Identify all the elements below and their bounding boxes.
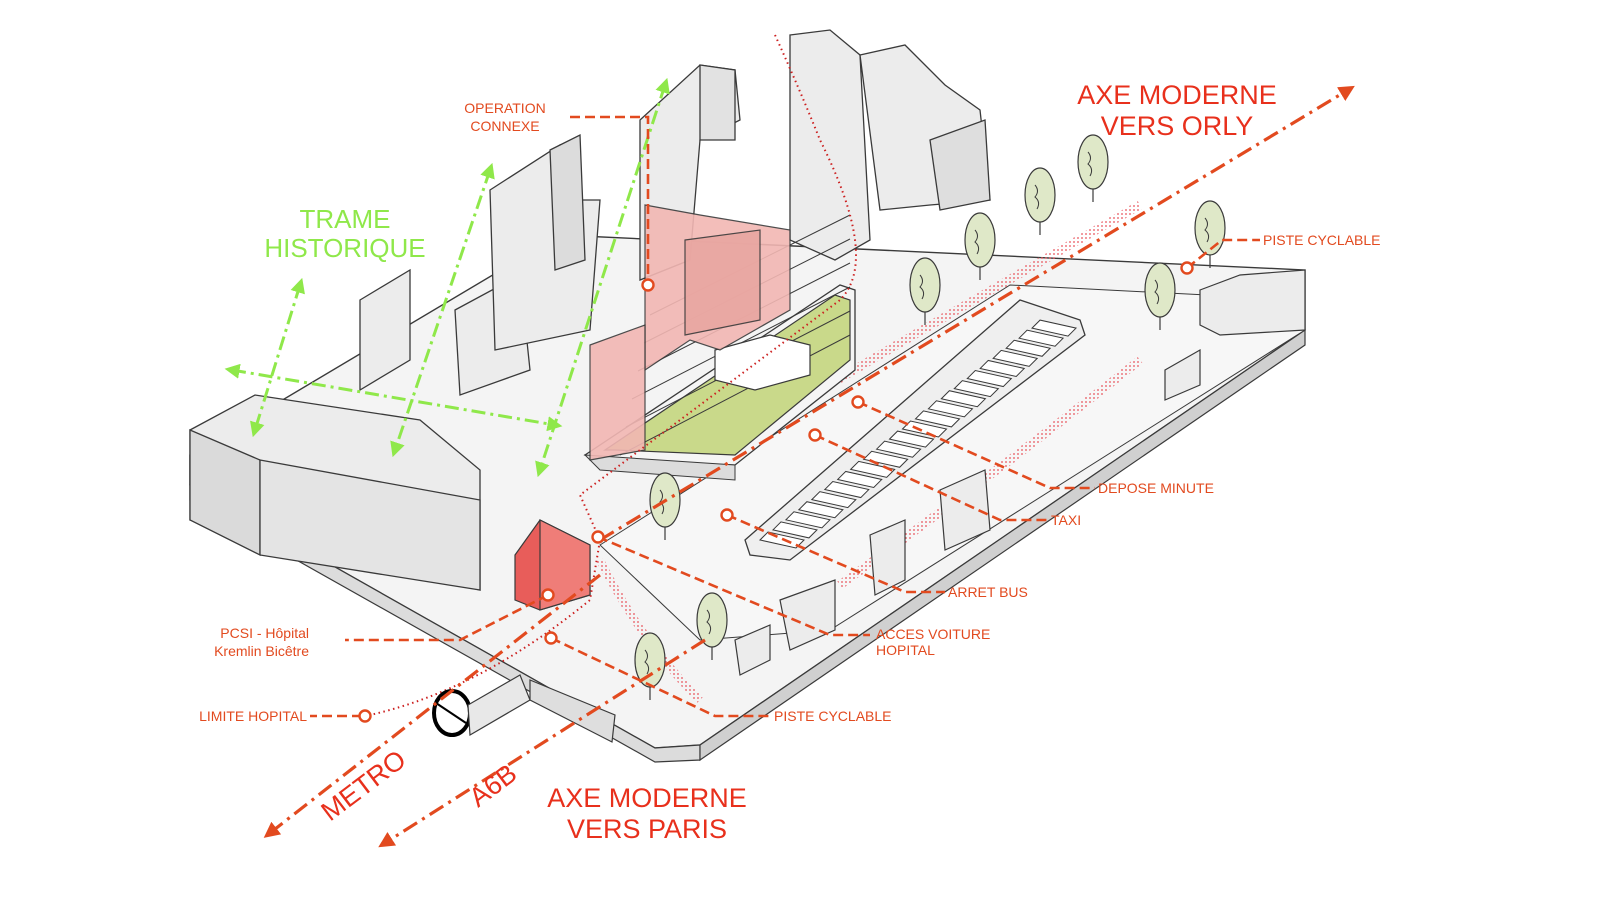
canopy-slat: [875, 440, 922, 458]
tree-icon: [1144, 262, 1176, 330]
a6b-arrow: [378, 638, 706, 848]
canopy-slat: [979, 359, 1026, 378]
trame-historique-arrows: [224, 77, 670, 478]
canopy-slat: [797, 501, 844, 519]
trees: [634, 134, 1226, 700]
callout-marker: [808, 428, 822, 442]
label-axe-orly-line1: AXE MODERNE: [1077, 80, 1277, 110]
canopy-slat: [1005, 339, 1052, 357]
canopy-slat: [940, 390, 987, 408]
canopy-slat: [784, 511, 831, 529]
tree-icon: [964, 212, 996, 280]
label-depose-minute: DEPOSE MINUTE: [1098, 480, 1214, 496]
label-pcsi-line1: PCSI - Hôpital: [220, 625, 309, 641]
canopy-slat: [888, 430, 935, 448]
canopy-slat: [823, 480, 870, 499]
label-arret-bus: ARRET BUS: [948, 584, 1028, 600]
canopy-slat: [1018, 329, 1065, 347]
callouts: [310, 115, 1260, 718]
canopy-slat: [771, 521, 818, 539]
canopy-slat: [927, 400, 974, 418]
callout-marker: [720, 508, 734, 522]
label-piste-cyclable-top: PISTE CYCLABLE: [1263, 232, 1381, 248]
tree-icon: [909, 257, 941, 325]
callout-marker: [641, 278, 655, 292]
pcsi-building: [514, 519, 591, 611]
callout-marker: [591, 530, 605, 544]
axe-orly-arrow: [599, 85, 1355, 542]
bus-canopy: [744, 299, 1086, 561]
back-buildings: [789, 29, 991, 261]
label-taxi: TAXI: [1051, 512, 1081, 528]
label-a6b: A6B: [464, 758, 523, 813]
label-acces-voiture-line2: HOPITAL: [876, 642, 935, 658]
label-axe-paris-line2: VERS PARIS: [567, 814, 727, 844]
axis-arrows: [263, 85, 1355, 848]
canopy-slat: [914, 410, 961, 428]
label-pcsi-line2: Kremlin Bicêtre: [214, 643, 309, 659]
callout-marker: [358, 709, 372, 723]
canopy-slat: [966, 369, 1013, 388]
label-axe-paris-line1: AXE MODERNE: [547, 783, 747, 813]
callout-marker: [544, 631, 558, 645]
metro-arrow: [263, 573, 601, 838]
canopy-slat: [1031, 319, 1078, 337]
label-trame-line1: TRAME: [300, 204, 391, 234]
label-acces-voiture-line1: ACCES VOITURE: [876, 626, 990, 642]
hospital-limit-line: [369, 34, 857, 716]
callout-marker: [851, 395, 865, 409]
tree-icon: [696, 592, 728, 660]
canopy-slat: [810, 491, 857, 509]
label-limite-hopital: LIMITE HOPITAL: [199, 708, 307, 724]
label-axe-orly-line2: VERS ORLY: [1101, 111, 1254, 141]
callout-marker: [1180, 261, 1194, 275]
right-buildings: [734, 269, 1306, 676]
canopy-slat: [953, 380, 1000, 398]
canopy-slat: [992, 349, 1039, 367]
canopy-slat: [862, 450, 909, 468]
callout-markers: [358, 261, 1194, 723]
tree-icon: [1077, 134, 1109, 202]
tree-icon: [1194, 200, 1226, 268]
canopy-slat: [836, 470, 883, 489]
label-operation-connexe-line2: CONNEXE: [470, 118, 539, 134]
canopy-slat: [849, 460, 896, 478]
label-trame-line2: HISTORIQUE: [264, 233, 425, 263]
label-operation-connexe-line1: OPERATION: [464, 100, 545, 116]
labels: OPERATION CONNEXE TRAME HISTORIQUE AXE M…: [199, 80, 1380, 844]
callout-marker: [541, 588, 555, 602]
tree-icon: [634, 632, 666, 700]
label-piste-cyclable-bottom: PISTE CYCLABLE: [774, 708, 892, 724]
tree-icon: [1024, 167, 1056, 235]
